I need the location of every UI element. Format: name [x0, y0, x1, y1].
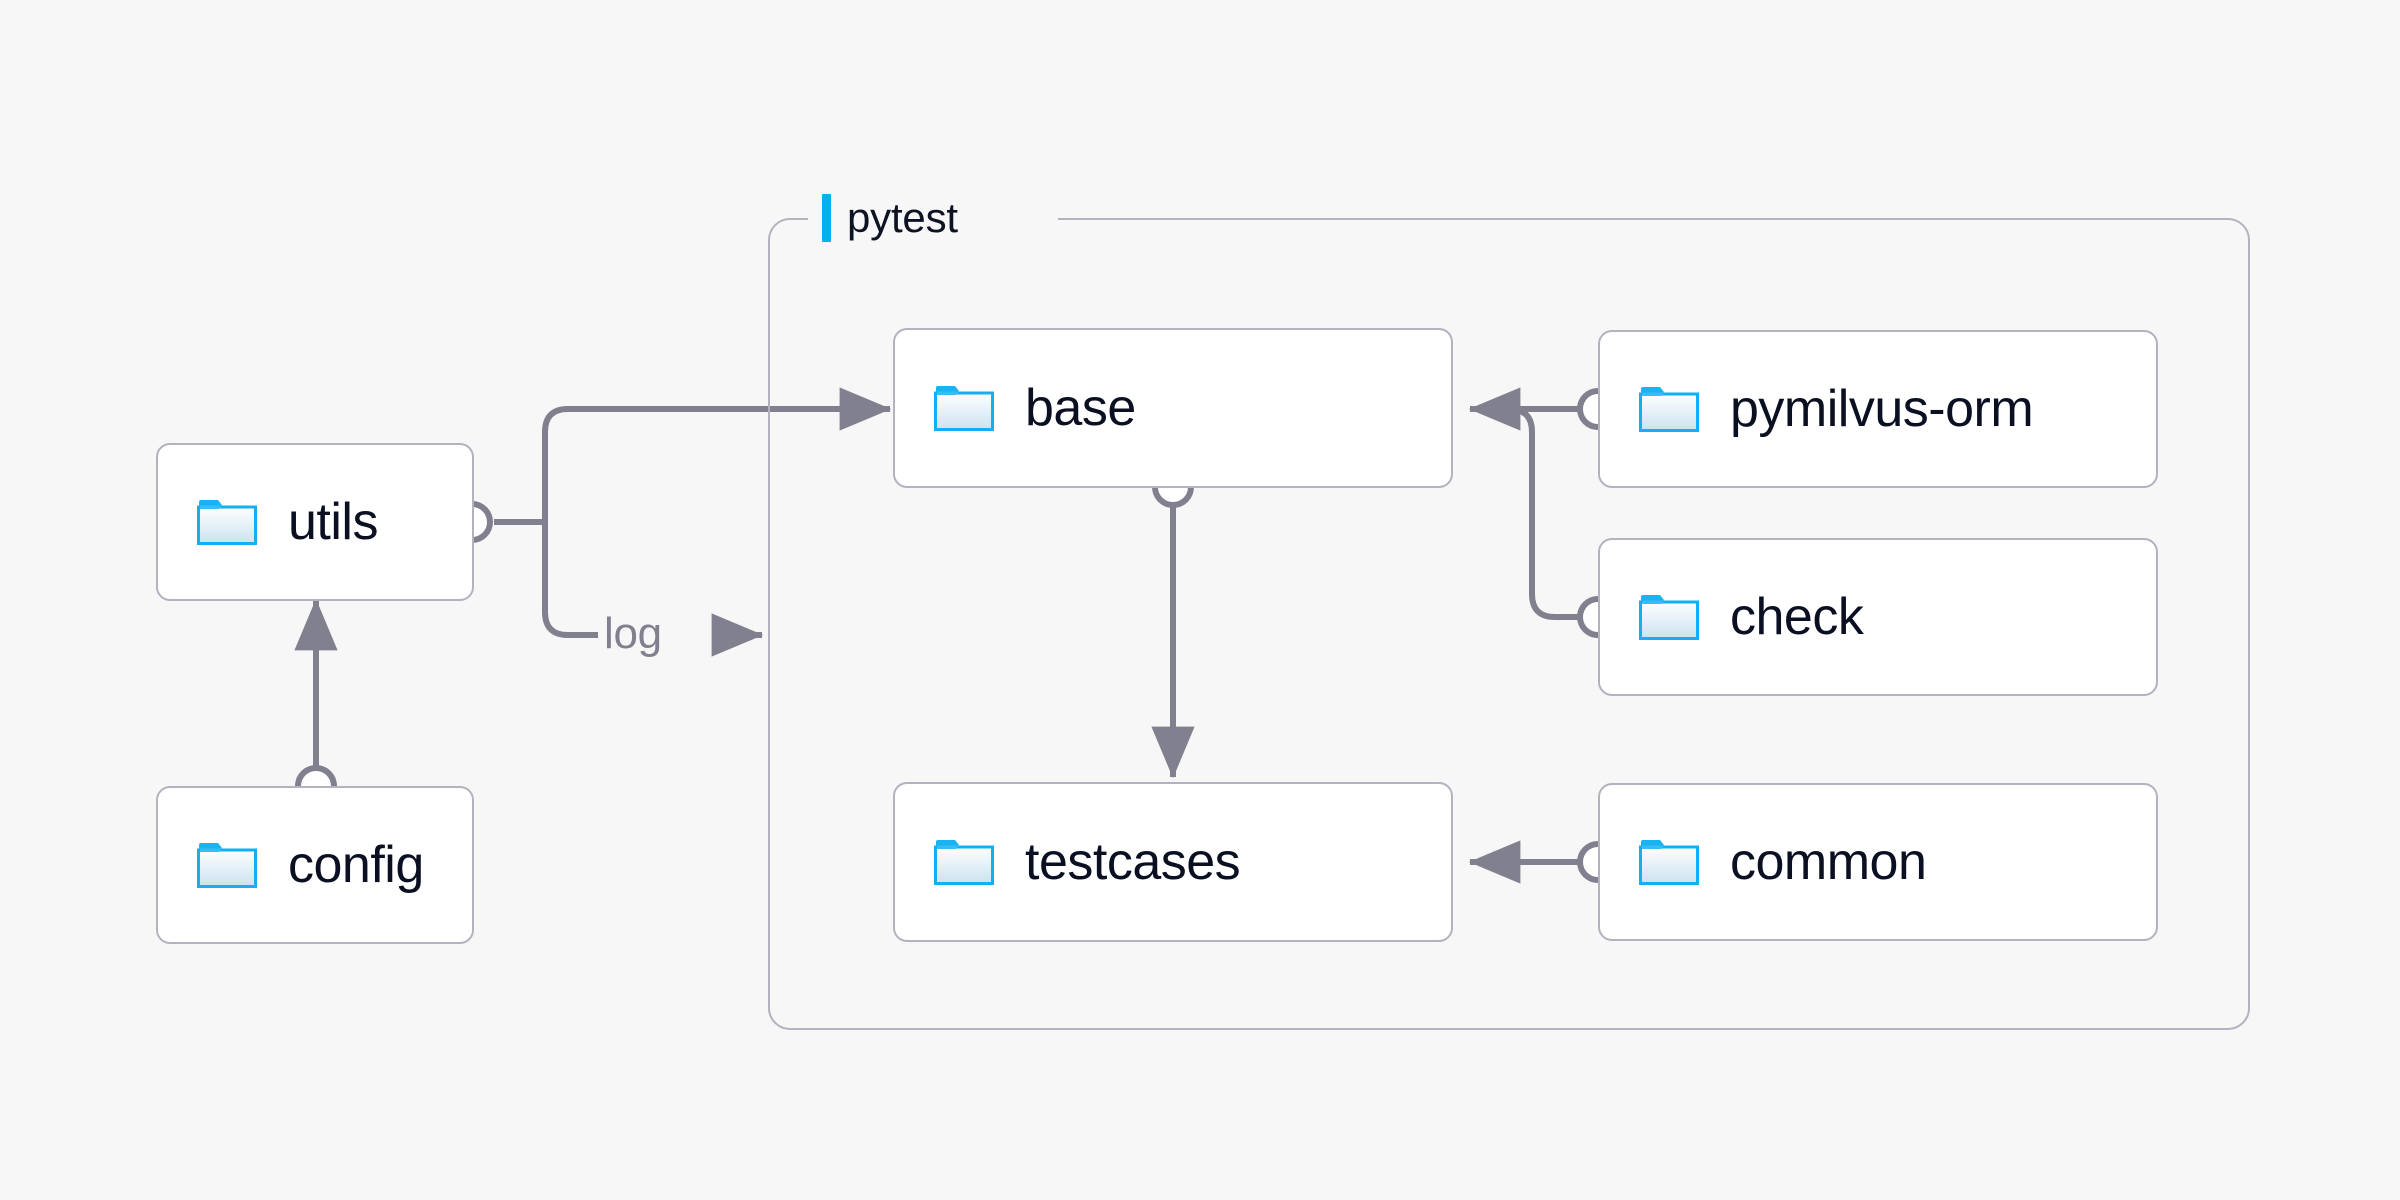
edge-utils-log: [542, 522, 598, 638]
group-label-mask: [808, 211, 1058, 225]
folder-icon: [933, 383, 995, 433]
node-base[interactable]: base: [893, 328, 1453, 488]
group-pytest[interactable]: [768, 218, 2250, 1030]
group-label: pytest: [822, 194, 958, 242]
folder-icon: [1638, 592, 1700, 642]
group-accent-bar: [822, 194, 831, 242]
group-label-text: pytest: [847, 194, 958, 241]
node-utils[interactable]: utils: [156, 443, 474, 601]
node-label: check: [1730, 588, 1864, 646]
folder-icon: [196, 497, 258, 547]
node-label: config: [288, 836, 424, 894]
folder-icon: [1638, 837, 1700, 887]
folder-icon: [1638, 384, 1700, 434]
edge-label-log: log: [604, 609, 662, 658]
node-label: utils: [288, 493, 378, 551]
node-label: common: [1730, 833, 1927, 891]
node-common[interactable]: common: [1598, 783, 2158, 941]
folder-icon: [933, 837, 995, 887]
node-pymilvus-orm[interactable]: pymilvus-orm: [1598, 330, 2158, 488]
folder-icon: [196, 840, 258, 890]
node-label: pymilvus-orm: [1730, 380, 2034, 438]
node-testcases[interactable]: testcases: [893, 782, 1453, 942]
node-label: testcases: [1025, 833, 1241, 891]
node-config[interactable]: config: [156, 786, 474, 944]
node-check[interactable]: check: [1598, 538, 2158, 696]
node-label: base: [1025, 379, 1136, 437]
